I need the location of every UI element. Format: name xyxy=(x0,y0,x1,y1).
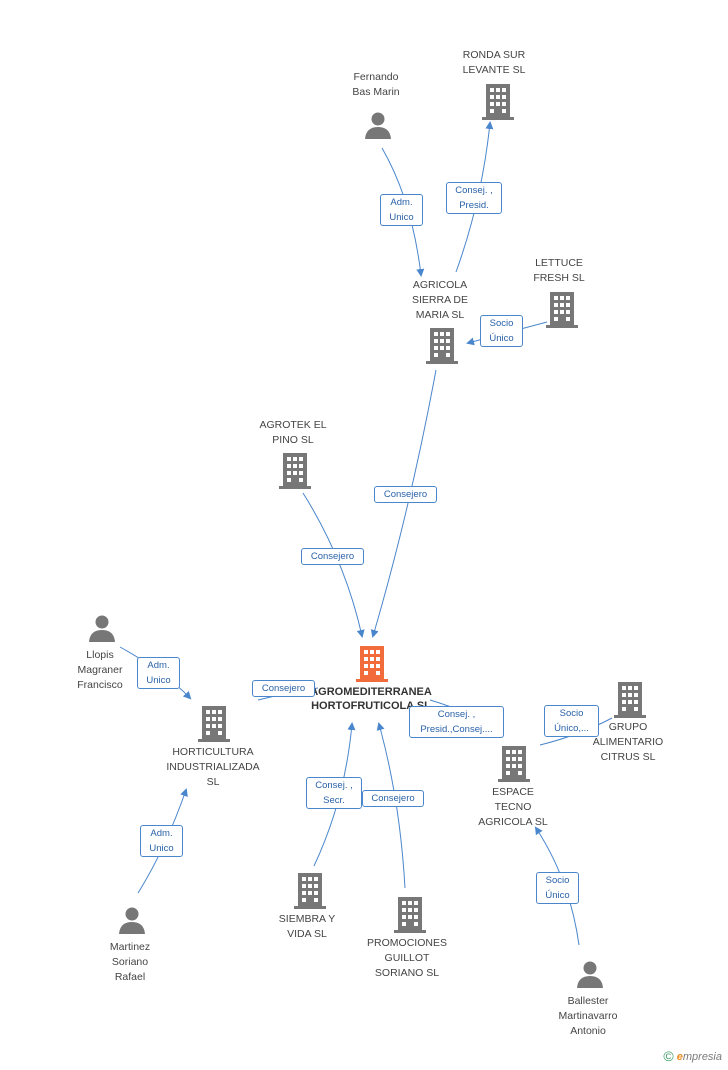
node-label: Ballester Martinavarro Antonio xyxy=(558,995,618,1037)
person-icon[interactable] xyxy=(118,906,146,934)
person-icon[interactable] xyxy=(88,614,116,642)
node-label: Martinez Soriano Rafael xyxy=(109,941,151,983)
node-ronda-sur[interactable]: RONDA SUR LEVANTE SL xyxy=(444,48,544,78)
node-lettuce-fresh[interactable]: LETTUCE FRESH SL xyxy=(509,256,609,286)
node-martinez[interactable]: Martinez Soriano Rafael xyxy=(80,940,180,985)
node-agrotek[interactable]: AGROTEK EL PINO SL xyxy=(243,418,343,448)
building-icon[interactable] xyxy=(294,873,326,909)
node-promociones[interactable]: PROMOCIONES GUILLOT SORIANO SL xyxy=(357,936,457,981)
relation-badge[interactable]: Consej. , Secr. xyxy=(306,777,362,809)
relation-badge[interactable]: Socio Único xyxy=(480,315,523,347)
building-icon[interactable] xyxy=(546,292,578,328)
node-grupo-citrus[interactable]: GRUPO ALIMENTARIO CITRUS SL xyxy=(578,720,678,765)
copyright-icon: © xyxy=(663,1048,674,1064)
edge-agricola-center xyxy=(370,369,437,638)
building-icon[interactable] xyxy=(482,84,514,120)
relation-badge[interactable]: Socio Único,... xyxy=(544,705,599,737)
relation-badge[interactable]: Consejero xyxy=(374,486,437,503)
relation-badge[interactable]: Adm. Unico xyxy=(140,825,183,857)
node-horticultura[interactable]: HORTICULTURA INDUSTRIALIZADA SL xyxy=(154,745,272,790)
node-label: PROMOCIONES GUILLOT SORIANO SL xyxy=(367,937,447,979)
brand-name: mpresia xyxy=(682,1051,722,1063)
node-label: GRUPO ALIMENTARIO CITRUS SL xyxy=(592,721,664,763)
node-espace-tecno[interactable]: ESPACE TECNO AGRICOLA SL xyxy=(463,785,563,830)
relation-badge[interactable]: Socio Único xyxy=(536,872,579,904)
node-label: HORTICULTURA INDUSTRIALIZADA SL xyxy=(166,746,260,788)
brand-footer[interactable]: © empresia xyxy=(663,1048,722,1064)
node-label: RONDA SUR LEVANTE SL xyxy=(462,49,526,76)
relation-badge[interactable]: Consejero xyxy=(252,680,315,697)
relation-badge[interactable]: Consej. , Presid.,Consej.... xyxy=(409,706,504,738)
node-siembra[interactable]: SIEMBRA Y VIDA SL xyxy=(257,912,357,942)
node-label: ESPACE TECNO AGRICOLA SL xyxy=(478,786,548,828)
building-icon[interactable] xyxy=(498,746,530,782)
node-label: LETTUCE FRESH SL xyxy=(533,257,585,284)
building-icon[interactable] xyxy=(198,706,230,742)
brand-initial: e xyxy=(676,1051,683,1063)
relation-badge[interactable]: Adm. Unico xyxy=(137,657,180,689)
building-icon[interactable] xyxy=(394,897,426,933)
person-icon[interactable] xyxy=(576,960,604,988)
node-label: Fernando Bas Marin xyxy=(352,71,400,98)
relation-badge[interactable]: Consejero xyxy=(301,548,364,565)
building-icon[interactable] xyxy=(279,453,311,489)
node-ballester[interactable]: Ballester Martinavarro Antonio xyxy=(535,994,641,1039)
person-icon[interactable] xyxy=(364,111,392,139)
relation-badge[interactable]: Consej. , Presid. xyxy=(446,182,502,214)
building-icon[interactable] xyxy=(614,682,646,718)
node-label: SIEMBRA Y VIDA SL xyxy=(278,913,336,940)
center-building-icon[interactable] xyxy=(356,646,388,682)
node-agricola-sierra[interactable]: AGRICOLA SIERRA DE MARIA SL xyxy=(390,278,490,323)
node-label: AGROTEK EL PINO SL xyxy=(259,419,327,446)
building-icon[interactable] xyxy=(426,328,458,364)
relation-badge[interactable]: Consejero xyxy=(362,790,424,807)
relation-badge[interactable]: Adm. Unico xyxy=(380,194,423,226)
node-fernando[interactable]: Fernando Bas Marin xyxy=(326,70,426,100)
node-label: AGRICOLA SIERRA DE MARIA SL xyxy=(411,279,469,321)
node-label: Llopis Magraner Francisco xyxy=(77,649,123,691)
node-llopis[interactable]: Llopis Magraner Francisco xyxy=(50,648,150,693)
